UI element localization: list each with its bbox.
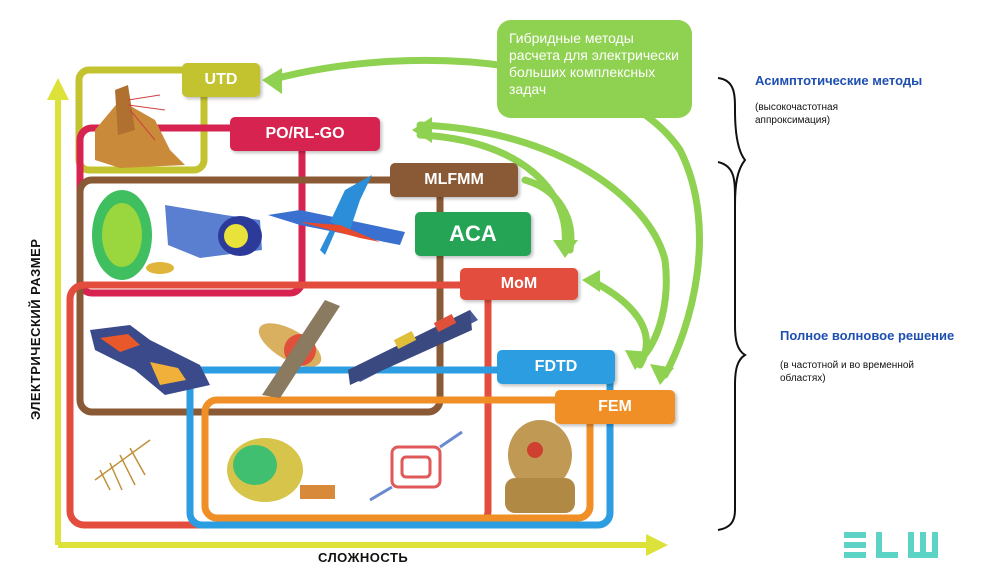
braces	[717, 77, 747, 531]
x-axis-text: СЛОЖНОСТЬ	[318, 550, 409, 565]
reflector-antenna	[92, 190, 174, 280]
utd-text: UTD	[204, 71, 238, 88]
fdtd-label: FDTD	[497, 350, 615, 384]
fullwave-note: (в частотной и во временной областях)	[780, 360, 914, 384]
airplane-model	[268, 175, 405, 255]
spiral-coupler	[369, 430, 463, 502]
log-periodic-antenna	[94, 439, 151, 491]
mlfmm-text: MLFMM	[424, 171, 484, 188]
metasurface-panel	[262, 300, 340, 398]
asymptotic-note: (высокочастотная аппроксимация)	[755, 102, 838, 126]
fullwave-block: Полное волновое решение (в частотной и в…	[780, 328, 955, 385]
fem-text: FEM	[598, 398, 632, 415]
mom-text: MoM	[500, 275, 538, 292]
hybrid-arrowheads	[262, 68, 674, 385]
fdtd-frame	[186, 366, 614, 529]
hybrid-text: Гибридные методы расчета для электрическ…	[509, 30, 679, 97]
utd-frame	[75, 66, 208, 174]
x-axis	[58, 534, 668, 556]
mom-label: MoM	[460, 268, 578, 300]
fdtd-text: FDTD	[534, 358, 578, 375]
phased-array	[348, 310, 478, 385]
fullwave-title: Полное волновое решение	[780, 328, 955, 343]
mlfmm-label: MLFMM	[390, 163, 518, 197]
x-axis-label: СЛОЖНОСТЬ	[318, 550, 408, 565]
mlfmm-frame	[76, 176, 444, 416]
waveguide-horn	[165, 205, 262, 258]
utd-label: UTD	[182, 63, 260, 97]
patch-circuit	[90, 325, 210, 395]
elm-logo	[840, 528, 950, 567]
hybrid-methods-box: Гибридные методы расчета для электрическ…	[497, 20, 692, 118]
hybrid-arrows	[266, 56, 703, 379]
tower-model	[95, 85, 185, 168]
aca-text: ACA	[449, 221, 497, 246]
asymptotic-block: Асимптотические методы (высокочастотная …	[755, 73, 955, 127]
po-label: PO/RL-GO	[230, 117, 380, 151]
aca-label: ACA	[415, 212, 531, 256]
fem-frame	[201, 396, 594, 522]
radiation-lobe	[227, 438, 335, 502]
po-text: PO/RL-GO	[265, 125, 345, 142]
human-head-model	[505, 420, 575, 513]
fem-label: FEM	[555, 390, 675, 424]
asymptotic-title: Асимптотические методы	[755, 73, 923, 88]
y-axis	[47, 78, 69, 545]
